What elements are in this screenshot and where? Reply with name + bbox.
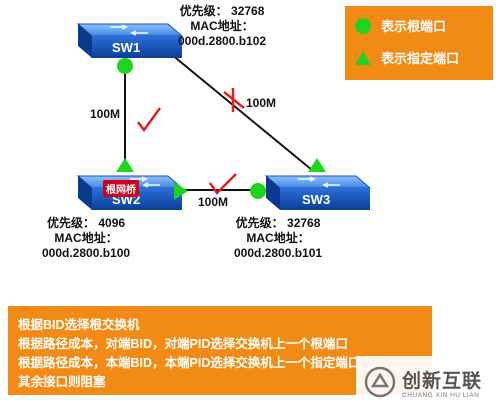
legend-root-port: 表示根端口	[355, 16, 446, 35]
sw3-label: SW3	[302, 192, 330, 207]
legend-designated-port: 表示指定端口	[355, 48, 459, 67]
sw3-info: 优先级： 32768 MAC地址： 000d.2800.b101	[234, 216, 322, 261]
watermark: 创新互联 CHUANG XIN HU LIAN	[356, 356, 500, 411]
note-line-2: 根据路径成本，对端BID，对端PID选择交换机上一个根端口	[18, 337, 348, 351]
sw2-info: 优先级： 4096 MAC地址： 000d.2800.b100	[42, 216, 130, 261]
sw2-mac: 000d.2800.b100	[42, 246, 131, 260]
sw2-mac-label: MAC地址：	[54, 231, 118, 245]
circle-icon	[355, 17, 371, 34]
legend-root-port-label: 表示根端口	[381, 19, 447, 34]
link-cost-sw2-sw3: 100M	[198, 195, 229, 209]
sw1-priority: 32768	[231, 4, 265, 18]
note-line-1: 根据BID选择根交换机	[18, 318, 140, 332]
sw1-label: SW1	[112, 40, 140, 55]
sw1-mac-label: MAC地址：	[190, 19, 254, 33]
legend-box: 表示根端口 表示指定端口	[345, 6, 493, 80]
legend-designated-port-label: 表示指定端口	[381, 51, 460, 66]
designated-port-marker-sw2-right	[174, 182, 188, 200]
root-port-marker-sw1	[117, 58, 133, 74]
sw2-priority-label: 优先级：	[47, 216, 96, 230]
note-line-4: 其余接口则阻塞	[18, 375, 106, 389]
link-cost-check-mark-2	[208, 173, 237, 195]
root-bridge-tag: 根网桥	[103, 180, 139, 197]
link-cost-sw1-sw2: 100M	[90, 107, 121, 121]
watermark-subtitle: CHUANG XIN HU LIAN	[402, 392, 480, 399]
sw1-info: 优先级： 32768 MAC地址： 000d.2800.b102	[178, 4, 266, 49]
sw3-priority-label: 优先级：	[235, 216, 284, 230]
note-line-3: 根据路径成本，本端BID，本端PID选择交换机上一个指定端口	[18, 356, 361, 370]
sw3-mac: 000d.2800.b101	[234, 246, 323, 260]
sw1-mac: 000d.2800.b102	[178, 34, 267, 48]
designated-port-marker-sw1-sw3	[308, 158, 326, 172]
switch-sw1: SW1	[76, 23, 184, 58]
sw3-priority: 32768	[287, 216, 321, 230]
root-port-marker-sw3	[250, 183, 266, 199]
sw1-priority-label: 优先级：	[179, 4, 228, 18]
watermark-name: 创新互联	[402, 371, 483, 392]
link-cost-sw1-sw3: 100M	[246, 96, 277, 110]
designated-port-marker-sw2-up	[116, 158, 134, 172]
sw3-mac-label: MAC地址：	[246, 231, 310, 245]
watermark-logo-icon	[364, 366, 396, 398]
triangle-icon	[355, 50, 371, 65]
switch-sw3: SW3	[264, 175, 372, 210]
link-cost-check-mark	[137, 107, 162, 133]
blocked-port-cross-mark	[223, 88, 245, 112]
sw2-priority: 4096	[98, 216, 126, 230]
link-sw1-sw3	[159, 44, 313, 171]
